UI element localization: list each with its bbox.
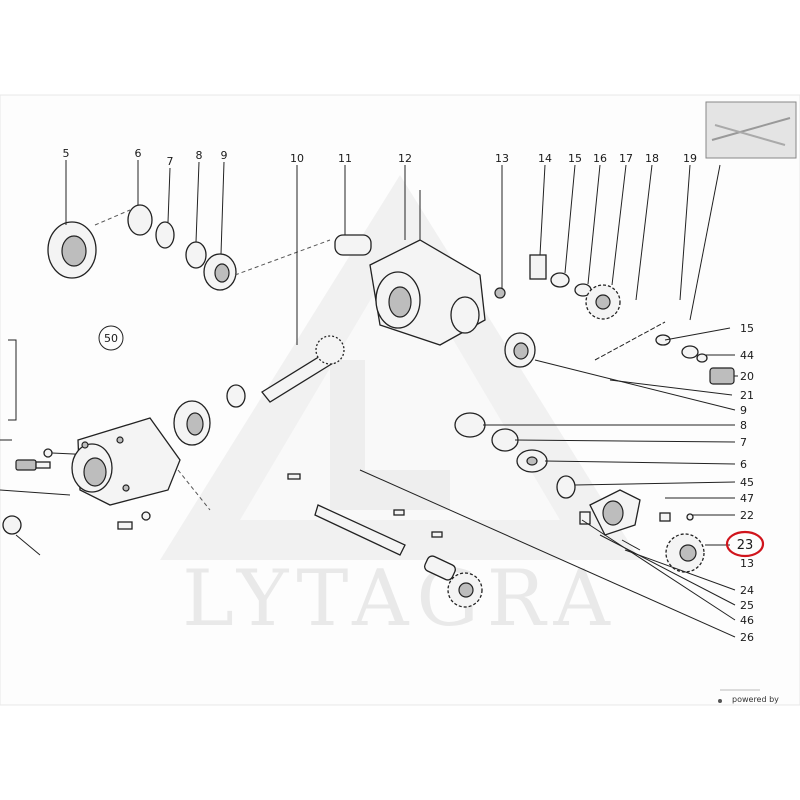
label-15: 15 xyxy=(568,152,582,165)
bearing-group-left xyxy=(47,204,331,291)
label-r7: 7 xyxy=(740,436,747,449)
label-12: 12 xyxy=(398,152,412,165)
label-r21: 21 xyxy=(740,389,754,402)
label-r13: 13 xyxy=(740,557,754,570)
highlight-circle-23 xyxy=(725,530,765,558)
label-50: 50 xyxy=(104,332,118,345)
bearing-right xyxy=(504,332,536,368)
label-r20: 20 xyxy=(740,370,754,383)
label-r22: 22 xyxy=(740,509,754,522)
label-9: 9 xyxy=(221,149,228,162)
label-r47: 47 xyxy=(740,492,754,505)
bearing-mid-left xyxy=(173,384,246,446)
splined-shaft xyxy=(261,335,345,403)
label-5: 5 xyxy=(63,147,70,160)
label-r23-highlighted: 23 xyxy=(737,538,754,553)
footer-dot-icon xyxy=(718,699,722,703)
hub-housing-left xyxy=(71,417,211,511)
label-7: 7 xyxy=(167,155,174,168)
chain-19 xyxy=(594,321,666,361)
sprocket-23 xyxy=(621,533,705,573)
label-13: 13 xyxy=(495,152,509,165)
label-r25: 25 xyxy=(740,599,754,612)
label-r44: 44 xyxy=(740,349,754,362)
sprocket-group-upper xyxy=(529,254,621,320)
label-19: 19 xyxy=(683,152,697,165)
flange-assembly xyxy=(556,475,694,536)
nut-13 xyxy=(494,287,506,299)
left-bolts xyxy=(15,448,151,530)
lower-shaft xyxy=(287,473,483,608)
watermark-text: LYTAGRA xyxy=(182,554,618,644)
right-part-labels: 15 44 20 21 9 8 7 6 45 47 22 23 13 24 25… xyxy=(737,322,754,644)
gearbox-housing xyxy=(334,234,486,346)
label-r9: 9 xyxy=(740,404,747,417)
label-18: 18 xyxy=(645,152,659,165)
top-part-labels: 5 6 7 8 9 10 11 12 13 14 15 16 17 18 19 xyxy=(63,147,698,168)
right-small-parts xyxy=(655,334,735,385)
label-r46: 46 xyxy=(740,614,754,627)
label-14: 14 xyxy=(538,152,552,165)
label-11: 11 xyxy=(338,152,352,165)
label-r6: 6 xyxy=(740,458,747,471)
label-6: 6 xyxy=(135,147,142,160)
label-16: 16 xyxy=(593,152,607,165)
thumbnail-preview[interactable] xyxy=(705,101,797,159)
label-r26: 26 xyxy=(740,631,754,644)
label-r15: 15 xyxy=(740,322,754,335)
label-r45: 45 xyxy=(740,476,754,489)
left-edge-parts xyxy=(0,339,71,556)
leader-lines xyxy=(65,160,738,638)
callout-50: 50 xyxy=(98,325,124,351)
label-10: 10 xyxy=(290,152,304,165)
label-8: 8 xyxy=(196,149,203,162)
powered-by-text: powered by xyxy=(732,695,779,704)
label-17: 17 xyxy=(619,152,633,165)
label-r24: 24 xyxy=(740,584,754,597)
label-r8: 8 xyxy=(740,419,747,432)
